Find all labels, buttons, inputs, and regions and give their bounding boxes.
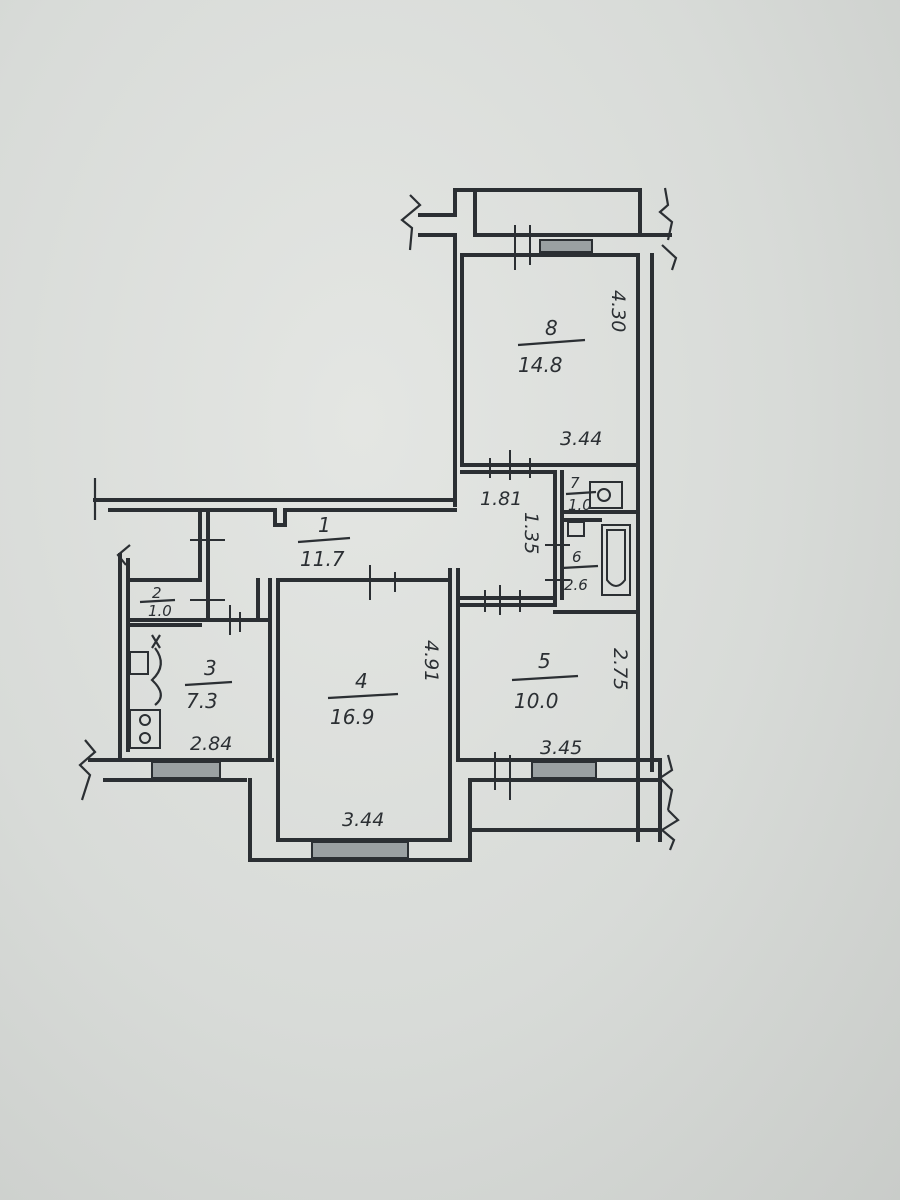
room-6-number: 6 bbox=[572, 548, 582, 566]
kitchen-sink-icon bbox=[129, 651, 149, 675]
room-7-area: 1.0 bbox=[568, 496, 592, 514]
room-1-area: 11.7 bbox=[300, 547, 345, 571]
dim-room-4-width: 3.44 bbox=[342, 809, 384, 831]
dimension-labels: 4.30 3.44 1.81 1.35 4.91 3.44 2.75 3.45 … bbox=[190, 290, 631, 831]
fixtures bbox=[129, 481, 631, 749]
room-4-area: 16.9 bbox=[330, 705, 375, 729]
walls bbox=[88, 188, 672, 862]
door-marks bbox=[190, 225, 570, 800]
break-marks bbox=[78, 187, 680, 851]
room-3-area: 7.3 bbox=[186, 689, 218, 713]
window-room-8 bbox=[539, 239, 593, 253]
dim-room-8-length: 4.30 bbox=[607, 290, 629, 332]
room-2-area: 1.0 bbox=[148, 602, 172, 620]
room-7-number: 7 bbox=[570, 474, 580, 492]
stove-icon bbox=[129, 709, 161, 749]
dim-room-5-width: 3.45 bbox=[540, 737, 582, 759]
room-6-area: 2.6 bbox=[564, 576, 588, 594]
dim-corridor-width: 1.81 bbox=[480, 488, 522, 510]
dim-room-8-width: 3.44 bbox=[560, 428, 602, 450]
room-8-number: 8 bbox=[545, 316, 558, 340]
windows bbox=[151, 239, 597, 859]
dim-room-5-length: 2.75 bbox=[609, 648, 631, 690]
dim-room-4-length: 4.91 bbox=[420, 640, 442, 682]
room-1-number: 1 bbox=[318, 513, 331, 537]
room-3-number: 3 bbox=[204, 656, 217, 680]
room-5-area: 10.0 bbox=[514, 689, 559, 713]
dim-bath-length: 1.35 bbox=[520, 512, 542, 554]
bathtub-icon bbox=[601, 524, 631, 596]
dim-kitchen-width: 2.84 bbox=[190, 733, 232, 755]
window-kitchen bbox=[151, 761, 221, 779]
room-labels: 8 14.8 1 11.7 2 1.0 3 7.3 4 16.9 5 10.0 … bbox=[139, 316, 599, 729]
room-2-number: 2 bbox=[152, 584, 162, 602]
room-4-number: 4 bbox=[355, 669, 368, 693]
toilet-icon bbox=[589, 481, 623, 509]
room-8-area: 14.8 bbox=[518, 353, 563, 377]
window-room-4 bbox=[311, 841, 409, 859]
window-room-5 bbox=[531, 761, 597, 779]
room-5-number: 5 bbox=[538, 649, 551, 673]
sink-icon bbox=[567, 521, 585, 537]
